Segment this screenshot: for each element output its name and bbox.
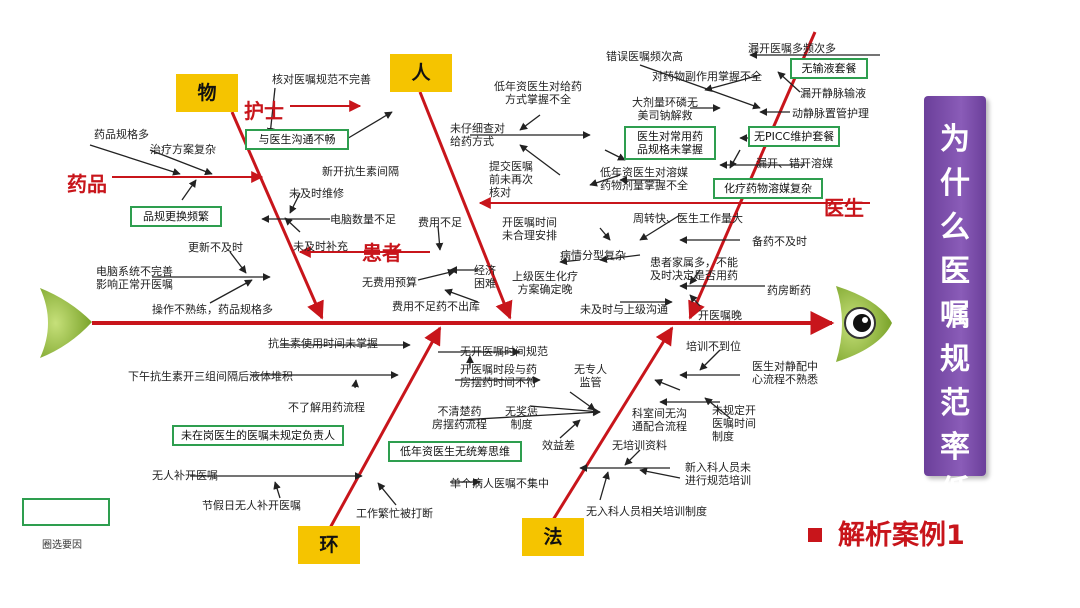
cause-label: 漏开、错开溶媒 (756, 157, 833, 170)
cause-label: 患者家属多，不能 及时决定是否用药 (650, 256, 738, 282)
cause-label: 未及时与上级沟通 (580, 303, 668, 316)
cause-label: 不清楚药 房摆药流程 (432, 405, 487, 431)
cause-label: 漏开医嘱多频次多 (748, 42, 836, 55)
category-wu: 物 (176, 74, 238, 112)
fish-tail (40, 288, 92, 358)
cause-label: 无人补开医嘱 (152, 469, 218, 482)
legend-swatch (22, 498, 110, 526)
bone-doctor (688, 31, 817, 320)
cause-label: 低年资医生对给药 方式掌握不全 (494, 80, 582, 106)
cause-label: 电脑数量不足 (330, 213, 396, 226)
cause-label: 无专人 监管 (574, 363, 607, 389)
cause-label: 对药物副作用掌握不全 (652, 70, 762, 83)
diagram-title: 为什么医嘱规范率低 (940, 122, 970, 509)
cause-label: 不了解用药流程 (288, 401, 365, 414)
cause-label: 未及时补充 (293, 240, 348, 253)
case-label: 解析案例1 (838, 520, 965, 551)
cause-label: 低年资医生对溶媒 药物剂量掌握不全 (600, 166, 688, 192)
cause-label: 无开医嘱时间规范 (460, 345, 548, 358)
cause-label: 提交医嘱 前未再次 核对 (489, 160, 533, 199)
cause-label: 核对医嘱规范不完善 (272, 73, 371, 86)
cause-label: 费用不足药不出库 (392, 300, 480, 313)
category-fa: 法 (522, 518, 584, 556)
bone-huan (328, 326, 442, 529)
cause-label: 未及时维修 (289, 187, 344, 200)
cause-label: 未仔细查对 给药方式 (450, 122, 505, 148)
cause-label: 科室间无沟 通配合流程 (632, 407, 687, 433)
cause-label: 开医嘱时段与药 房摆药时间不符 (460, 363, 537, 389)
cause-box: 未在岗医生的医嘱未规定负责人 (172, 425, 344, 446)
cause-label: 培训不到位 (686, 340, 741, 353)
cause-box: 低年资医生无统筹思维 (388, 441, 522, 462)
bullet-square (808, 528, 822, 542)
cause-box: 无输液套餐 (790, 58, 868, 79)
cause-label: 抗生素使用时间未掌握 (268, 337, 378, 350)
cause-label: 药房断药 (767, 284, 811, 297)
cause-label: 电脑系统不完善 影响正常开医嘱 (96, 265, 173, 291)
cause-label: 治疗方案复杂 (150, 143, 216, 156)
cause-label: 开医嘱晚 (698, 309, 742, 322)
cause-label: 新入科人员未 进行规范培训 (685, 461, 751, 487)
cause-label: 周转快、医生工作量大 (633, 212, 743, 225)
cause-label: 无培训资料 (612, 439, 667, 452)
cause-label: 操作不熟练，药品规格多 (152, 303, 273, 316)
cause-label: 漏开静脉输液 (800, 87, 866, 100)
cause-label: 工作繁忙被打断 (356, 507, 433, 520)
cause-label: 未规定开 医嘱时间 制度 (712, 404, 756, 443)
cause-label: 上级医生化疗 方案确定晚 (512, 270, 578, 296)
category-ren: 人 (390, 54, 452, 92)
cause-box: 无PICC维护套餐 (748, 126, 840, 147)
cause-box: 化疗药物溶媒复杂 (713, 178, 823, 199)
cause-label: 新开抗生素间隔 (322, 165, 399, 178)
title-panel: 为什么医嘱规范率低 (924, 96, 986, 509)
cause-label: 经济 困难 (474, 264, 496, 290)
cause-label: 错误医嘱频次高 (606, 50, 683, 63)
category-huan: 环 (298, 526, 360, 564)
cause-label: 医生对静配中 心流程不熟悉 (752, 360, 818, 386)
cause-box: 品规更换频繁 (130, 206, 222, 227)
bone-fa (546, 326, 674, 529)
cause-label: 大剂量环磷无 美司钠解救 (632, 96, 698, 122)
label-drug: 药品 (67, 172, 107, 196)
cause-label: 费用不足 (418, 216, 462, 229)
cause-box: 医生对常用药 品规格未掌握 (624, 126, 716, 160)
label-patient: 患者 (362, 241, 402, 265)
cause-label: 动静脉置管护理 (792, 107, 869, 120)
bone-ren (418, 91, 513, 320)
cause-label: 更新不及时 (188, 241, 243, 254)
cause-label: 下午抗生素开三组间隔后液体堆积 (128, 370, 293, 383)
label-nurse: 护士 (244, 99, 284, 123)
cause-label: 效益差 (542, 439, 575, 452)
label-doctor: 医生 (824, 196, 864, 220)
cause-box: 与医生沟通不畅 (245, 129, 349, 150)
legend-label: 圈选要因 (42, 540, 82, 551)
cause-label: 无入科人员相关培训制度 (586, 505, 707, 518)
cause-label: 节假日无人补开医嘱 (202, 499, 301, 512)
cause-label: 无费用预算 (362, 276, 417, 289)
cause-label: 无奖惩 制度 (505, 405, 538, 431)
cause-label: 开医嘱时间 未合理安排 (502, 216, 557, 242)
cause-label: 药品规格多 (94, 128, 149, 141)
cause-label: 备药不及时 (752, 235, 807, 248)
cause-label: 单个病人医嘱不集中 (450, 477, 549, 490)
cause-label: 病情分型复杂 (560, 249, 626, 262)
